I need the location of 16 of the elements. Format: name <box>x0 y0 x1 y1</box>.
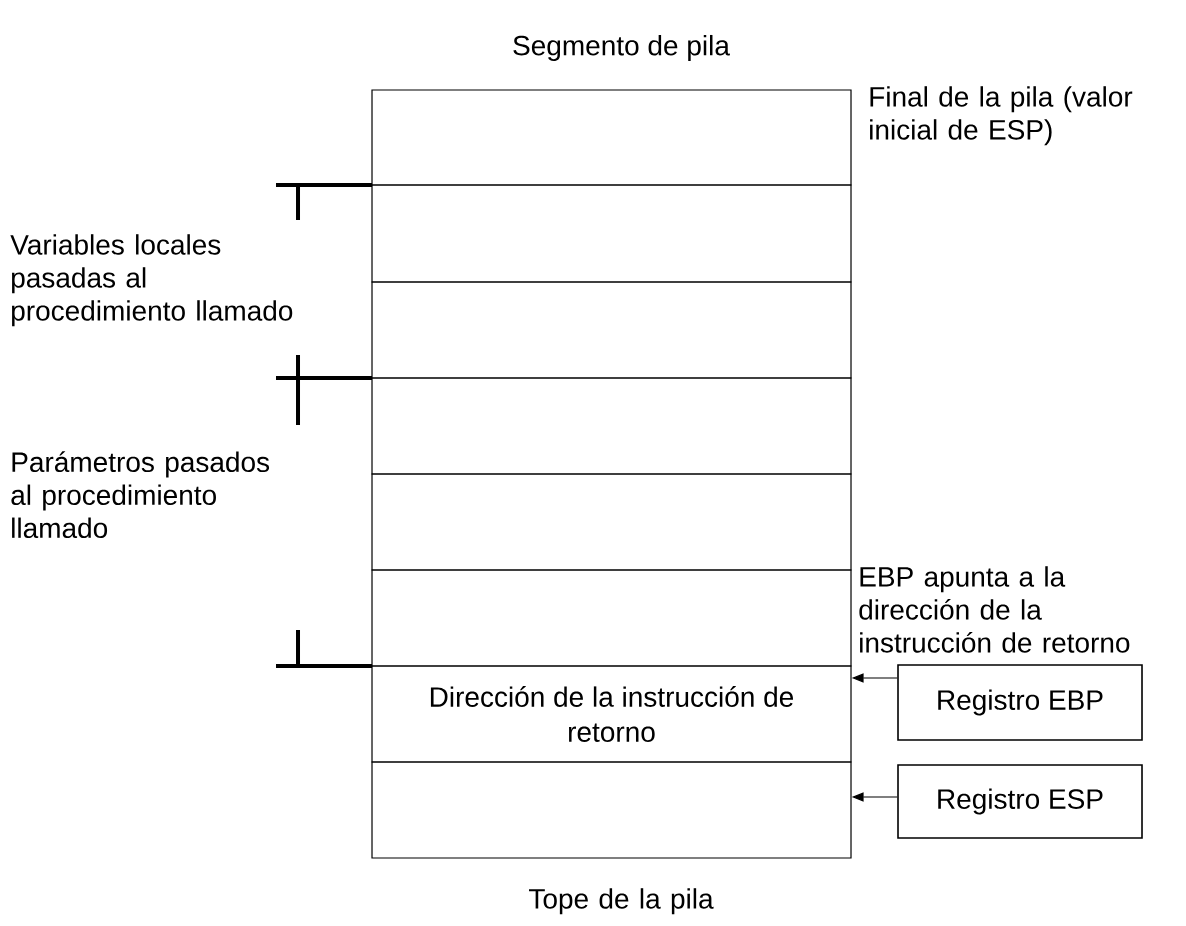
stack-cell <box>371 377 852 475</box>
annotation-text: Tope de la pila <box>529 888 714 915</box>
stack-cell <box>371 569 852 667</box>
title: Segmento de pila <box>513 34 730 62</box>
annotation-text: Variables locales pasadas al procedimiento llamado <box>10 234 293 327</box>
annotation-text: Final de la pila (valor inicial de ESP) <box>870 86 1133 146</box>
stack-cell <box>371 184 852 283</box>
stack-cell <box>371 761 852 859</box>
stack-cell <box>371 281 852 379</box>
annotation-text: EBP apunta a la dirección de la instrucción de retorno <box>859 566 1130 653</box>
stack-cell <box>371 89 852 186</box>
annotation-text: Parámetros pasados al procedimiento llamado <box>11 451 270 539</box>
register-box: Registro EBP <box>897 664 1143 741</box>
register-box: Registro ESP <box>897 764 1143 839</box>
stack-cell: Dirección de la instrucción de retorno <box>371 665 852 763</box>
stack-cell <box>371 473 852 571</box>
